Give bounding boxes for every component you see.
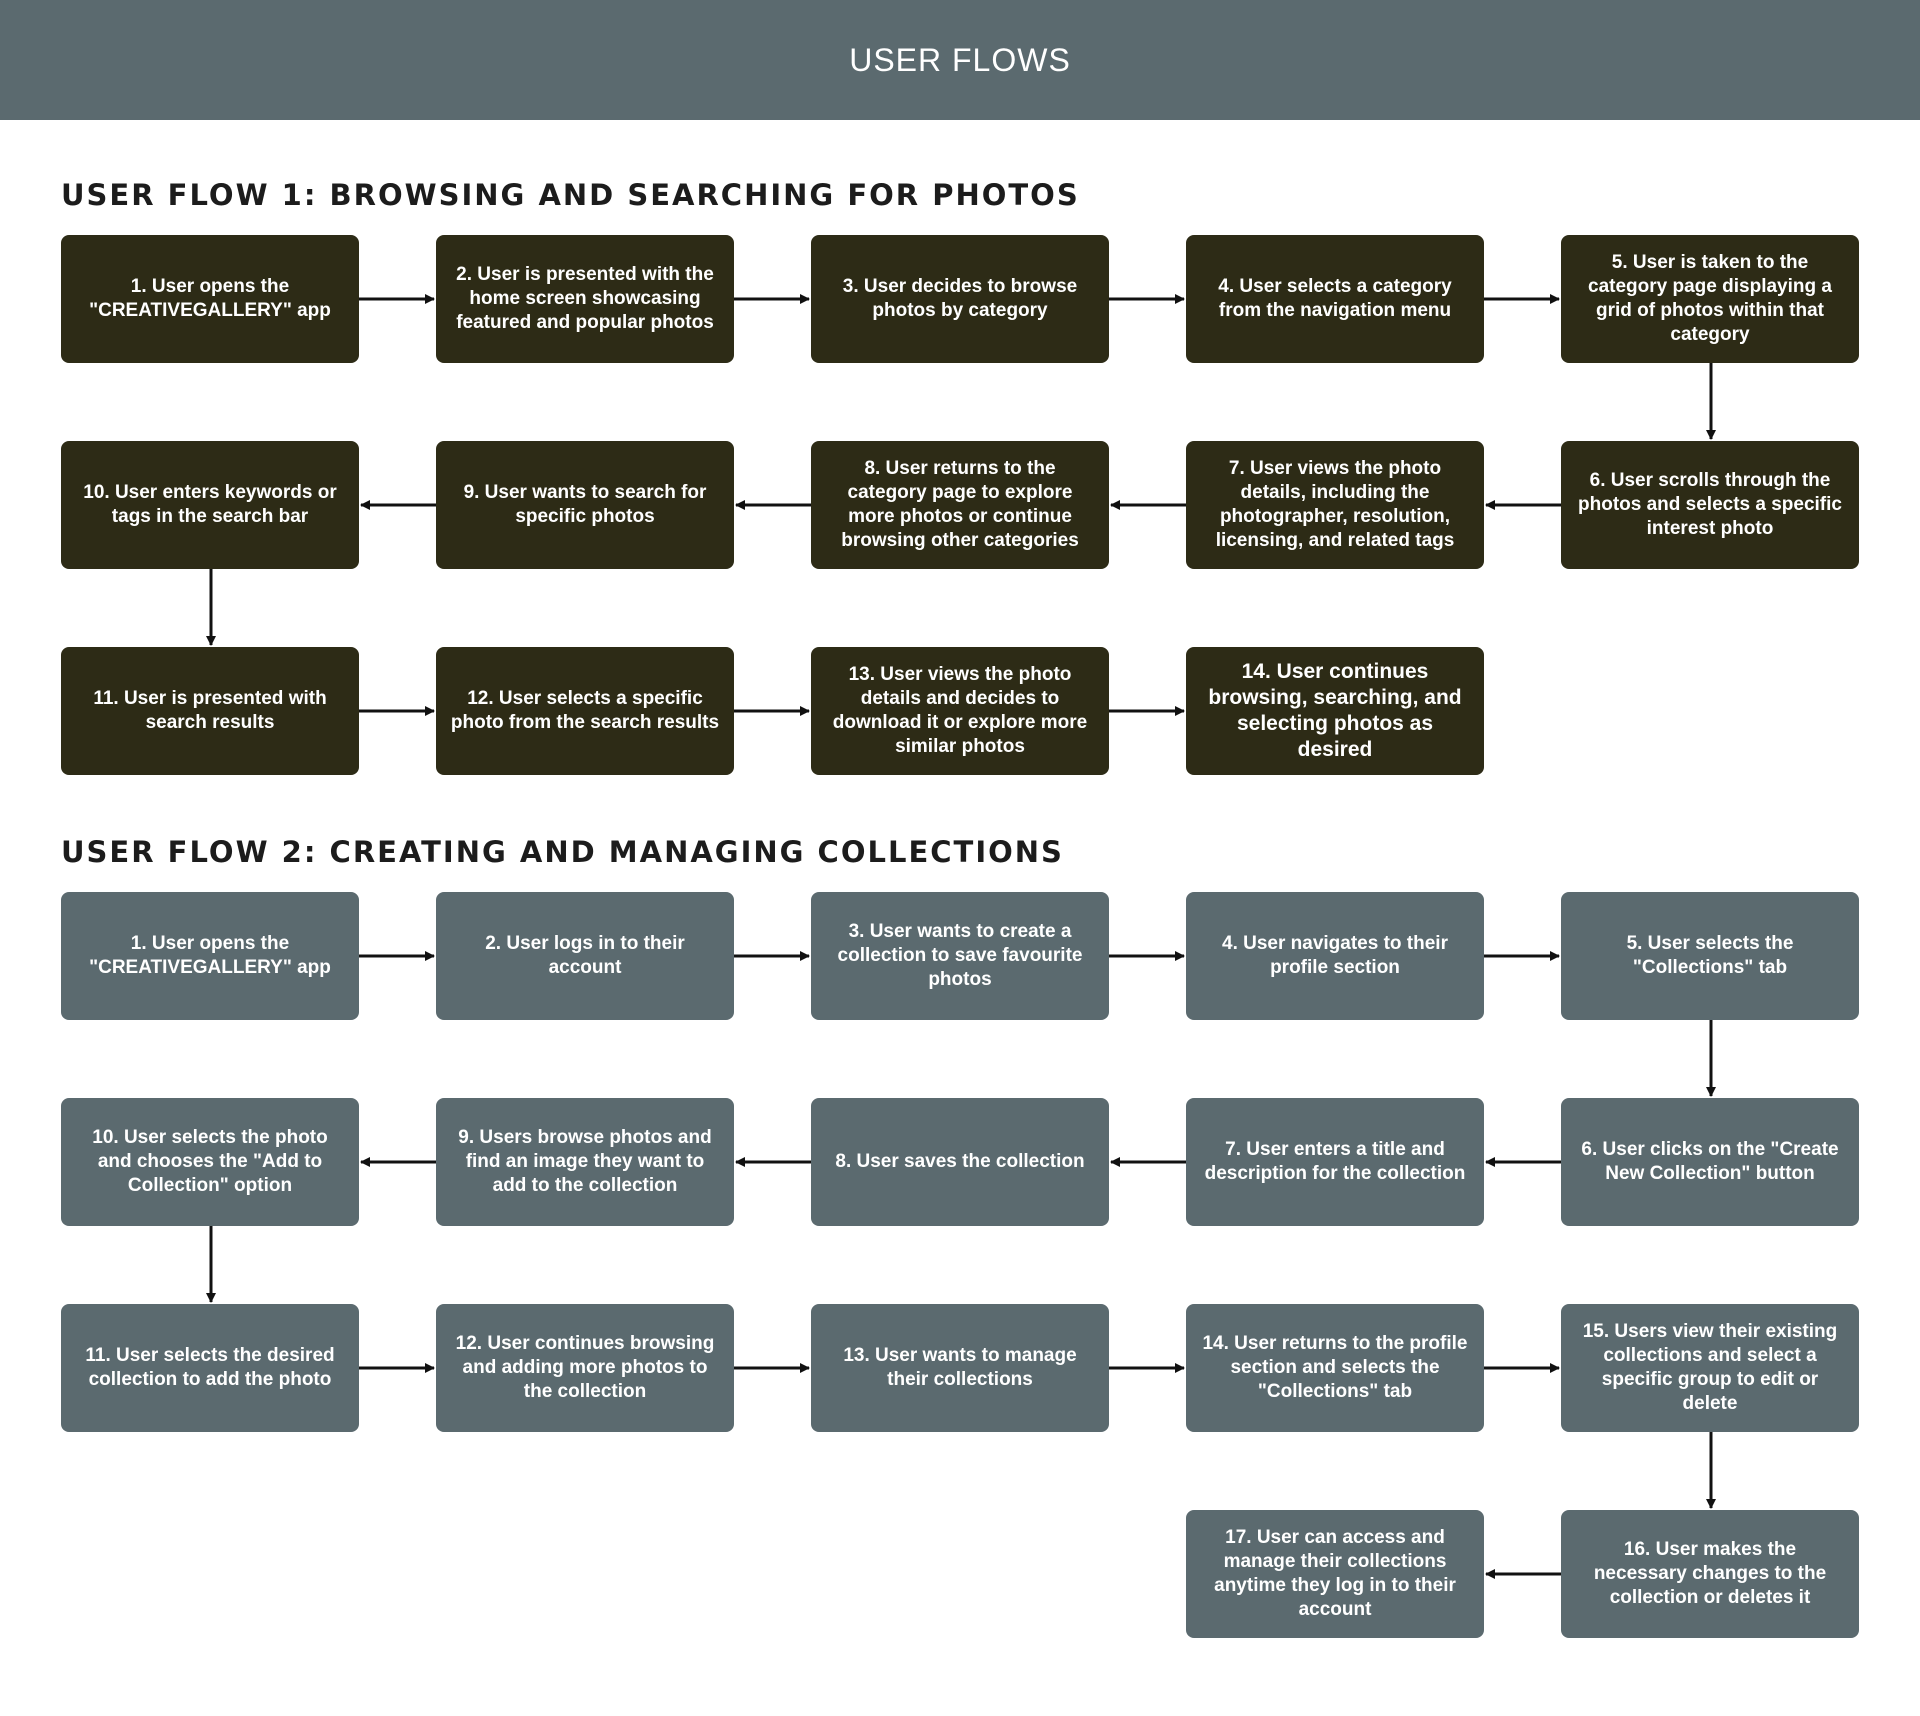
- step-label: 1. User opens the "CREATIVEGALLERY" app: [89, 933, 331, 978]
- flow1-step-14: 14. User continues browsing, searching, …: [1186, 647, 1484, 775]
- flow2-step-13: 13. User wants to manage their collectio…: [811, 1304, 1109, 1432]
- step-label: 16. User makes the necessary changes to …: [1593, 1539, 1827, 1608]
- step-label: 5. User selects the "Collections" tab: [1626, 933, 1794, 978]
- flow1-step-5: 5. User is taken to the category page di…: [1561, 235, 1859, 363]
- step-label: 14. User returns to the profile section …: [1202, 1333, 1468, 1402]
- flow1-step-12: 12. User selects a specific photo from t…: [436, 647, 734, 775]
- step-label: 17. User can access and manage their col…: [1214, 1527, 1456, 1620]
- step-label: 2. User is presented with the home scree…: [456, 264, 714, 333]
- flow2-step-3: 3. User wants to create a collection to …: [811, 892, 1109, 1020]
- flow2-step-14: 14. User returns to the profile section …: [1186, 1304, 1484, 1432]
- step-label: 2. User logs in to their account: [485, 933, 685, 978]
- step-label: 4. User navigates to their profile secti…: [1222, 933, 1448, 978]
- flow2-step-11: 11. User selects the desired collection …: [61, 1304, 359, 1432]
- step-label: 13. User views the photo details and dec…: [832, 664, 1088, 757]
- flow2-step-15: 15. Users view their existing collection…: [1561, 1304, 1859, 1432]
- flow2-step-12: 12. User continues browsing and adding m…: [436, 1304, 734, 1432]
- step-label: 7. User views the photo details, includi…: [1215, 458, 1455, 551]
- step-label: 9. User wants to search for specific pho…: [463, 482, 707, 527]
- flow1-step-11: 11. User is presented with search result…: [61, 647, 359, 775]
- flow2-step-7: 7. User enters a title and description f…: [1186, 1098, 1484, 1226]
- step-label: 3. User wants to create a collection to …: [837, 921, 1083, 990]
- flow1-step-9: 9. User wants to search for specific pho…: [436, 441, 734, 569]
- flow2-step-1: 1. User opens the "CREATIVEGALLERY" app: [61, 892, 359, 1020]
- flow2-step-9: 9. Users browse photos and find an image…: [436, 1098, 734, 1226]
- flow1-step-7: 7. User views the photo details, includi…: [1186, 441, 1484, 569]
- flow1-title: USER FLOW 1: BROWSING AND SEARCHING FOR …: [61, 178, 1080, 212]
- flow2-step-5: 5. User selects the "Collections" tab: [1561, 892, 1859, 1020]
- step-label: 13. User wants to manage their collectio…: [843, 1345, 1077, 1390]
- flow1-step-3: 3. User decides to browse photos by cate…: [811, 235, 1109, 363]
- step-label: 14. User continues browsing, searching, …: [1208, 660, 1462, 761]
- step-label: 8. User saves the collection: [835, 1151, 1085, 1172]
- step-label: 6. User scrolls through the photos and s…: [1578, 470, 1842, 539]
- step-label: 3. User decides to browse photos by cate…: [842, 276, 1078, 321]
- flow2-step-10: 10. User selects the photo and chooses t…: [61, 1098, 359, 1226]
- step-label: 12. User selects a specific photo from t…: [450, 688, 720, 733]
- flow2-step-6: 6. User clicks on the "Create New Collec…: [1561, 1098, 1859, 1226]
- flow2-step-2: 2. User logs in to their account: [436, 892, 734, 1020]
- flow1-step-4: 4. User selects a category from the navi…: [1186, 235, 1484, 363]
- step-label: 10. User enters keywords or tags in the …: [83, 482, 337, 527]
- step-label: 4. User selects a category from the navi…: [1218, 276, 1452, 321]
- step-label: 11. User selects the desired collection …: [85, 1345, 335, 1390]
- flow1-step-10: 10. User enters keywords or tags in the …: [61, 441, 359, 569]
- step-label: 12. User continues browsing and adding m…: [455, 1333, 715, 1402]
- step-label: 5. User is taken to the category page di…: [1588, 252, 1832, 345]
- flow1-step-13: 13. User views the photo details and dec…: [811, 647, 1109, 775]
- step-label: 9. Users browse photos and find an image…: [458, 1127, 712, 1196]
- flow1-step-8: 8. User returns to the category page to …: [811, 441, 1109, 569]
- step-label: 7. User enters a title and description f…: [1204, 1139, 1466, 1184]
- step-label: 15. Users view their existing collection…: [1582, 1321, 1838, 1414]
- flow2-step-17: 17. User can access and manage their col…: [1186, 1510, 1484, 1638]
- step-label: 11. User is presented with search result…: [93, 688, 327, 733]
- flow2-step-16: 16. User makes the necessary changes to …: [1561, 1510, 1859, 1638]
- flow1-step-6: 6. User scrolls through the photos and s…: [1561, 441, 1859, 569]
- flow1-step-1: 1. User opens the "CREATIVEGALLERY" app: [61, 235, 359, 363]
- page-header: USER FLOWS: [0, 0, 1920, 120]
- flow2-title: USER FLOW 2: CREATING AND MANAGING COLLE…: [61, 835, 1064, 869]
- step-label: 8. User returns to the category page to …: [841, 458, 1079, 551]
- step-label: 1. User opens the "CREATIVEGALLERY" app: [89, 276, 331, 321]
- page-title: USER FLOWS: [849, 41, 1071, 78]
- flow2-step-8: 8. User saves the collection: [811, 1098, 1109, 1226]
- flow1-step-2: 2. User is presented with the home scree…: [436, 235, 734, 363]
- flow2-step-4: 4. User navigates to their profile secti…: [1186, 892, 1484, 1020]
- step-label: 6. User clicks on the "Create New Collec…: [1581, 1139, 1839, 1184]
- step-label: 10. User selects the photo and chooses t…: [92, 1127, 328, 1196]
